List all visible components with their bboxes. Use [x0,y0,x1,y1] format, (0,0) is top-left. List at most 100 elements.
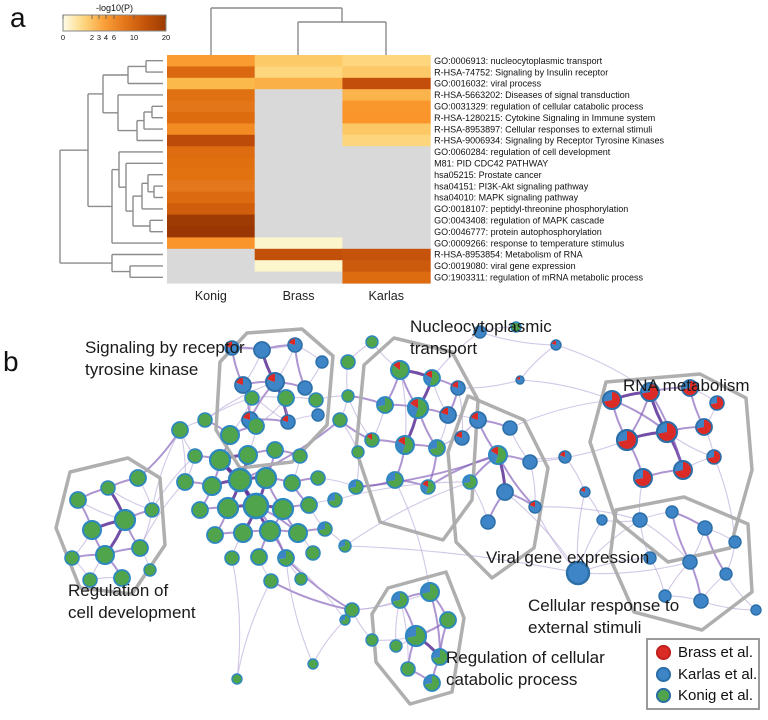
network-edge [394,479,431,593]
heatmap-cell [254,180,343,193]
brass-swatch-icon [656,645,671,661]
node-ring [234,376,252,394]
node-ring [247,417,265,435]
network-node [305,545,321,561]
heatmap-cell [167,214,256,227]
network-node [395,435,415,455]
node-fill [474,326,486,338]
network-node [602,390,622,410]
node-fill [101,481,115,495]
legend-label: Karlas et al. [678,665,758,683]
network-node [238,445,258,465]
node-fill [198,413,212,427]
node-fill [390,640,402,652]
node-slice [225,341,232,348]
colorbar-tick-label: 6 [112,33,116,42]
node-fill [729,536,741,548]
network-node [496,483,514,501]
node-fill [309,393,323,407]
node-ring [233,523,253,543]
node-slice [463,475,470,484]
node-fill [177,474,193,490]
node-fill [83,573,97,587]
node-ring [338,539,352,553]
heatmap-row-label: R-HSA-8953854: Metabolism of RNA [434,250,583,260]
node-ring [389,639,403,653]
node-fill [440,612,456,628]
node-ring [655,420,679,444]
node-ring [208,448,232,472]
node-slice [559,451,565,457]
node-fill [312,409,324,421]
network-node [202,476,222,496]
node-ring [469,411,487,429]
heatmap-cell [254,260,343,273]
heatmap-cell [342,226,431,238]
network-node [247,417,265,435]
heatmap-column-label: Karlas [369,289,404,303]
node-slice [674,461,683,472]
node-slice [657,422,667,434]
network-node [220,425,240,445]
node-fill [96,546,114,564]
network-node [420,582,440,602]
node-fill [65,551,79,565]
node-fill [254,342,270,358]
heatmap-cell [254,66,343,79]
heatmap-cell [342,55,431,67]
heatmap-cell [167,77,256,90]
network-node [143,563,157,577]
cluster-hull [354,336,480,542]
network-node [206,526,224,544]
network-node [171,421,189,439]
network-node [283,474,301,492]
node-fill [203,477,221,495]
node-fill [751,605,761,615]
node-ring [596,514,608,526]
network-node [693,593,709,609]
heatmap-cell [342,66,431,79]
network-node [643,551,657,565]
network-node [144,502,160,518]
node-fill [352,446,364,458]
node-slice [278,550,295,566]
heatmap-cell [254,271,343,284]
node-ring [216,496,240,520]
node-fill [345,603,359,617]
heatmap-cell [167,226,256,238]
node-ring [292,448,308,464]
node-ring [171,421,189,439]
panel-a-label: a [10,2,26,33]
node-slice [235,377,243,385]
heatmap-cell [167,203,256,216]
network-node [113,508,137,532]
colorbar-title: -log10(P) [96,3,133,13]
heatmap-row-label: R-HSA-1280215: Cytokine Signaling in Imm… [434,113,655,123]
colorbar-tick-label: 3 [97,33,101,42]
node-ring [376,396,394,414]
network-node [404,624,428,648]
cluster-hull [214,327,335,470]
node-slice [682,380,690,390]
node-slice [641,383,659,402]
network-node [187,448,203,464]
node-fill [207,527,223,543]
node-fill [683,555,697,569]
node-ring [351,445,365,459]
node-fill [333,413,347,427]
node-slice [682,380,698,396]
node-fill [633,513,647,527]
node-ring [615,428,639,452]
heatmap-cell [167,55,256,67]
node-ring [450,380,466,396]
node-ring [431,648,449,666]
node-fill [221,426,239,444]
node-ring [144,502,160,518]
node-slice [349,480,356,489]
node-slice [451,381,458,388]
node-ring [265,372,285,392]
heatmap-cell [342,112,431,124]
node-ring [280,414,296,430]
node-ring [579,486,591,498]
cluster-label: Cellular response to external stimuli [528,596,680,637]
